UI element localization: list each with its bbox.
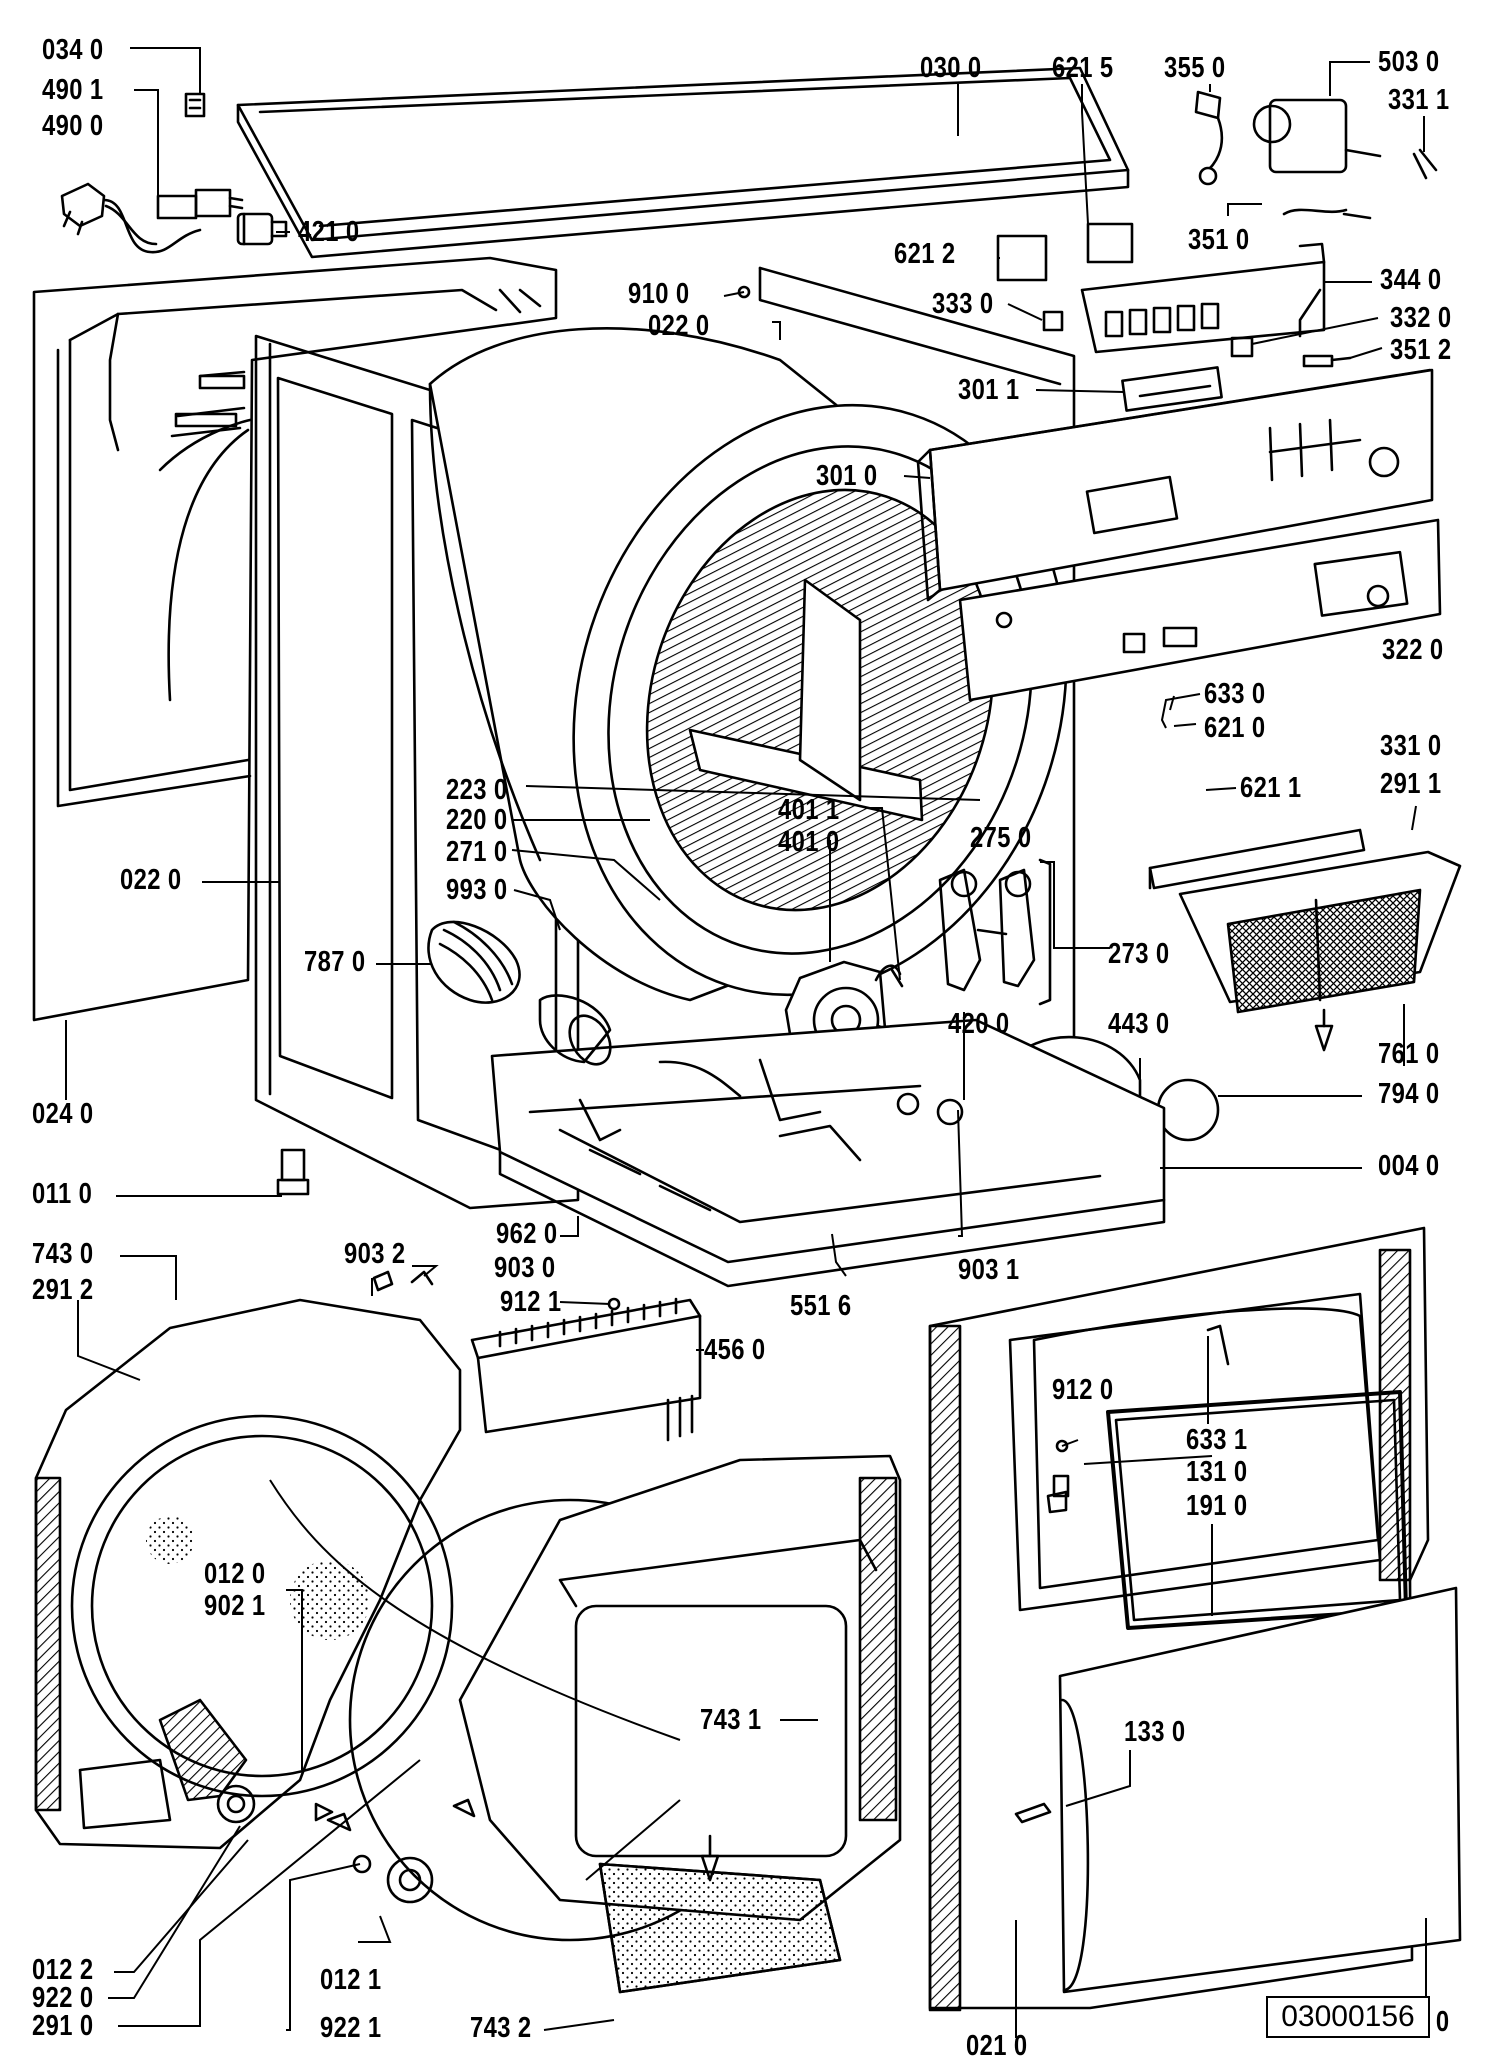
part-label-012-0: 012 0 bbox=[204, 1558, 266, 1590]
part-label-291-2: 291 2 bbox=[32, 1274, 94, 1306]
part-label-322-0: 322 0 bbox=[1382, 634, 1444, 666]
part-label-291-0: 291 0 bbox=[32, 2010, 94, 2042]
part-label-551-6: 551 6 bbox=[790, 1290, 852, 1322]
part-label-012-2: 012 2 bbox=[32, 1954, 94, 1986]
lint-filter bbox=[1148, 828, 1462, 1014]
part-label-291-1: 291 1 bbox=[1380, 768, 1442, 800]
direction-arrows bbox=[314, 1008, 1334, 1882]
part-label-331-0: 331 0 bbox=[1380, 730, 1442, 762]
part-label-220-0: 220 0 bbox=[446, 804, 508, 836]
rear-drum-support bbox=[34, 1298, 462, 1850]
part-label-787-0: 787 0 bbox=[304, 946, 366, 978]
part-label-962-0: 962 0 bbox=[496, 1218, 558, 1250]
part-label-621-2: 621 2 bbox=[894, 238, 956, 270]
part-label-333-0: 333 0 bbox=[932, 288, 994, 320]
part-label-191-0: 191 0 bbox=[1186, 1490, 1248, 1522]
part-label-223-0: 223 0 bbox=[446, 774, 508, 806]
part-label-131-0: 131 0 bbox=[1186, 1456, 1248, 1488]
part-label-421-0: 421 0 bbox=[298, 216, 360, 248]
part-label-024-0: 024 0 bbox=[32, 1098, 94, 1130]
electronics-board bbox=[996, 222, 1352, 368]
leader-lines bbox=[65, 47, 1427, 2038]
part-label-420-0: 420 0 bbox=[948, 1008, 1010, 1040]
part-label-351-2: 351 2 bbox=[1390, 334, 1452, 366]
part-label-331-1: 331 1 bbox=[1388, 84, 1450, 116]
part-label-273-0: 273 0 bbox=[1108, 938, 1170, 970]
part-label-794-0: 794 0 bbox=[1378, 1078, 1440, 1110]
belt-tensioner bbox=[938, 858, 1052, 1006]
part-label-012-1: 012 1 bbox=[320, 1964, 382, 1996]
door bbox=[1014, 1586, 1462, 1994]
part-label-004-0: 004 0 bbox=[1378, 1150, 1440, 1182]
control-panel bbox=[916, 366, 1434, 602]
part-label-903-0: 903 0 bbox=[494, 1252, 556, 1284]
part-label-922-0: 922 0 bbox=[32, 1982, 94, 2014]
part-label-275-0: 275 0 bbox=[970, 822, 1032, 854]
part-label-903-1: 903 1 bbox=[958, 1254, 1020, 1286]
part-label-633-1: 633 1 bbox=[1186, 1424, 1248, 1456]
part-label-022-0-left: 022 0 bbox=[120, 864, 182, 896]
part-label-743-2: 743 2 bbox=[470, 2012, 532, 2044]
part-label-271-0: 271 0 bbox=[446, 836, 508, 868]
part-label-922-1: 922 1 bbox=[320, 2012, 382, 2044]
part-label-902-1: 902 1 bbox=[204, 1590, 266, 1622]
part-label-633-0: 633 0 bbox=[1204, 678, 1266, 710]
part-label-344-0: 344 0 bbox=[1380, 264, 1442, 296]
drum bbox=[428, 327, 1068, 1002]
part-label-355-0: 355 0 bbox=[1164, 52, 1226, 84]
part-label-910-0: 910 0 bbox=[628, 278, 690, 310]
document-number-box: 03000156 bbox=[1266, 1996, 1430, 2038]
part-label-503-0: 503 0 bbox=[1378, 46, 1440, 78]
part-label-401-0: 401 0 bbox=[778, 826, 840, 858]
timer-assembly bbox=[1194, 90, 1438, 220]
part-label-993-0: 993 0 bbox=[446, 874, 508, 906]
heater bbox=[470, 1297, 702, 1442]
part-label-743-0: 743 0 bbox=[32, 1238, 94, 1270]
part-label-351-0: 351 0 bbox=[1188, 224, 1250, 256]
part-label-301-1: 301 1 bbox=[958, 374, 1020, 406]
rear-panel bbox=[32, 256, 558, 1022]
front-fascia bbox=[958, 518, 1442, 702]
part-label-301-0: 301 0 bbox=[816, 460, 878, 492]
part-label-761-0: 761 0 bbox=[1378, 1038, 1440, 1070]
part-label-401-1: 401 1 bbox=[778, 794, 840, 826]
base-frame bbox=[490, 1018, 1166, 1288]
part-label-621-0: 621 0 bbox=[1204, 712, 1266, 744]
part-label-022-0-top: 022 0 bbox=[648, 310, 710, 342]
part-label-021-0: 021 0 bbox=[966, 2030, 1028, 2062]
power-cord-assembly bbox=[60, 92, 288, 254]
part-label-490-0: 490 0 bbox=[42, 110, 104, 142]
part-label-621-5: 621 5 bbox=[1052, 52, 1114, 84]
part-label-034-0: 034 0 bbox=[42, 34, 104, 66]
part-label-030-0: 030 0 bbox=[920, 52, 982, 84]
part-label-490-1: 490 1 bbox=[42, 74, 104, 106]
hose bbox=[427, 920, 612, 1066]
part-label-743-1: 743 1 bbox=[700, 1704, 762, 1736]
part-label-621-1: 621 1 bbox=[1240, 772, 1302, 804]
part-label-912-0: 912 0 bbox=[1052, 1374, 1114, 1406]
part-label-443-0: 443 0 bbox=[1108, 1008, 1170, 1040]
part-label-456-0: 456 0 bbox=[704, 1334, 766, 1366]
part-label-912-1: 912 1 bbox=[500, 1286, 562, 1318]
part-label-903-2: 903 2 bbox=[344, 1238, 406, 1270]
front-drum-support bbox=[348, 1454, 902, 1994]
part-label-133-0: 133 0 bbox=[1124, 1716, 1186, 1748]
part-label-011-0: 011 0 bbox=[32, 1178, 93, 1210]
part-label-332-0: 332 0 bbox=[1390, 302, 1452, 334]
top-lid bbox=[236, 66, 1130, 259]
